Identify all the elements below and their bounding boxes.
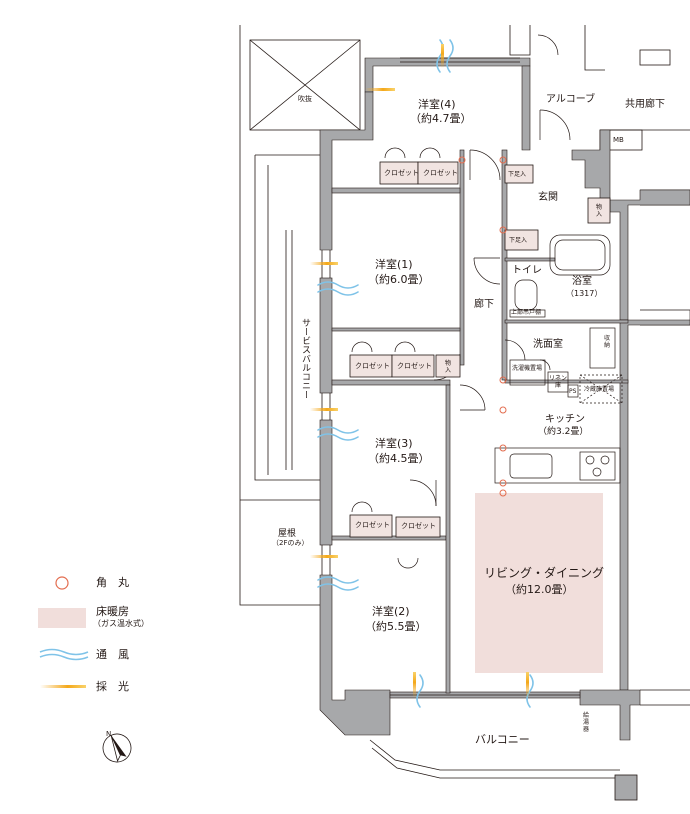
linen-label: リネン庫 (549, 375, 568, 389)
closet-boxes (349, 161, 611, 538)
storage-label: 物入 (595, 204, 602, 218)
room-washroom: 洗面室 (533, 339, 563, 350)
compass-north-label: N (106, 730, 112, 738)
room-western3-size: （約4.5畳） (368, 452, 430, 465)
closet-label: クロゼット (384, 169, 419, 177)
corner-markers (458, 156, 507, 497)
closet-label: クロゼット (355, 521, 390, 529)
room-kitchen-name: キッチン (545, 414, 585, 425)
room-living-size: （約12.0畳） (505, 583, 574, 596)
doors (351, 34, 571, 569)
room-western4-name: 洋室(4) (418, 98, 456, 111)
room-balcony: バルコニー (475, 733, 530, 746)
room-common-corridor: 共用廊下 (625, 99, 665, 110)
legend-ventilation-label: 通 風 (96, 648, 129, 661)
fridge-label: 冷蔵庫置場 (584, 386, 615, 393)
room-entrance: 玄関 (538, 192, 558, 203)
room-fukinuke: 吹抜 (298, 95, 312, 103)
room-roof-note: （2Fのみ） (272, 539, 309, 547)
room-western4-size: （約4.7畳） (410, 112, 472, 125)
room-western2-size: （約5.5畳） (365, 620, 427, 633)
closet-label: クロゼット (355, 362, 390, 370)
room-bath-size: （1317） (566, 289, 603, 298)
storage-label: 物入 (444, 360, 451, 374)
room-hallway: 廊下 (474, 299, 494, 310)
shoe-box-label: 下足入 (509, 237, 528, 244)
fixtures (494, 234, 623, 484)
legend-corner-label: 角 丸 (96, 576, 129, 589)
closet-label: クロゼット (423, 169, 458, 177)
room-western2-name: 洋室(2) (372, 605, 410, 618)
room-roof-name: 屋根 (278, 529, 297, 539)
room-living-name: リビング・ダイニング (484, 566, 605, 580)
legend-corner-symbol (55, 576, 69, 590)
ventilation-arrows (317, 39, 534, 708)
room-service-balcony: サービスバルコニー (300, 318, 310, 399)
room-alcove: アルコーブ (546, 94, 596, 105)
legend-ventilation-symbol (39, 648, 89, 656)
closet-label: クロゼット (401, 522, 436, 530)
shelf-label: 収納 (603, 335, 610, 349)
room-western3-name: 洋室(3) (375, 437, 413, 450)
washer-label: 洗濯機置場 (512, 365, 543, 372)
legend-daylight-label: 採 光 (96, 680, 129, 693)
mb-label: MB (613, 136, 624, 144)
room-western1-size: （約6.0畳） (368, 273, 430, 286)
water-heater-label: 給湯器 (582, 712, 589, 733)
room-bath-name: 浴室 (572, 276, 592, 287)
legend-heating-label: 床暖房 (96, 605, 129, 618)
room-kitchen-size: （約3.2畳） (538, 427, 589, 437)
legend-heating-symbol (38, 608, 86, 628)
ps-label: PS (569, 388, 577, 395)
closet-label: クロゼット (397, 362, 432, 370)
legend-daylight-symbol (40, 685, 86, 688)
room-western1-name: 洋室(1) (375, 258, 413, 271)
room-toilet: トイレ (512, 265, 542, 276)
shoe-box-label: 下足入 (508, 171, 527, 178)
floor-heating-area (475, 493, 603, 673)
legend-symbols (38, 576, 89, 688)
toilet-tank-label: 上部吊戸棚 (511, 309, 542, 316)
legend-heating-note: （ガス温水式） (93, 619, 149, 628)
daylight-arrows (310, 44, 529, 698)
compass-icon (102, 733, 132, 763)
walls (319, 57, 690, 741)
